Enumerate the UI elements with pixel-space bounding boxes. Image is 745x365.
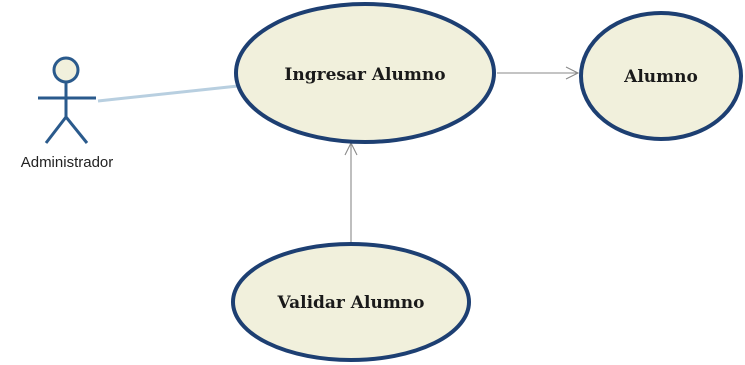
use-case-label: Ingresar Alumno bbox=[284, 65, 445, 85]
use-case-label: Validar Alumno bbox=[276, 293, 424, 313]
use-case-label: Alumno bbox=[623, 67, 698, 87]
use-case-ellipse bbox=[579, 11, 743, 141]
actor-left-leg bbox=[44, 116, 68, 144]
association-line bbox=[97, 84, 239, 103]
actor-head bbox=[52, 56, 80, 84]
use-case-ellipse bbox=[234, 2, 496, 144]
actor-administrador[interactable]: Administrador bbox=[21, 56, 114, 171]
actor-right-leg bbox=[64, 116, 89, 144]
use-case-ingresar-alumno[interactable]: Ingresar Alumno bbox=[234, 2, 496, 144]
use-case-alumno[interactable]: Alumno bbox=[579, 11, 743, 141]
use-case-validar-alumno[interactable]: Validar Alumno bbox=[231, 242, 471, 362]
use-case-ellipse bbox=[231, 242, 471, 362]
actor-label: Administrador bbox=[21, 154, 114, 171]
